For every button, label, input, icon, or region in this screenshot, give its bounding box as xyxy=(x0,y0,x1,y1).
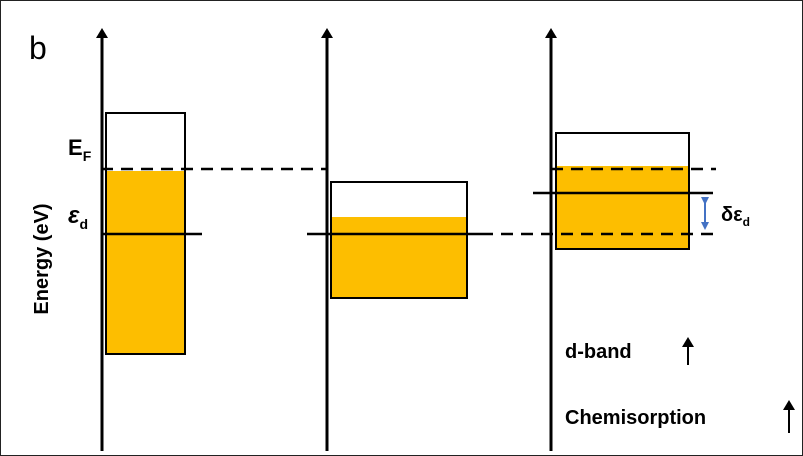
band-1-filled xyxy=(107,171,184,353)
dband-center-label: εd xyxy=(68,202,88,232)
panel-label: b xyxy=(29,30,47,66)
band-2-filled xyxy=(332,217,466,297)
chemisorption-trend-label: Chemisorption xyxy=(565,407,706,429)
dband-trend-label: d-band xyxy=(565,341,632,363)
shift-label: δεd xyxy=(721,204,750,229)
fermi-level-label: EF xyxy=(68,135,92,164)
band-3-filled xyxy=(557,166,688,248)
y-axis-label: Energy (eV) xyxy=(31,203,53,314)
